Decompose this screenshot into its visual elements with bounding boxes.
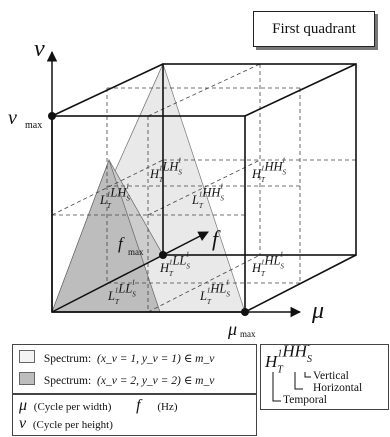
notation-vertical: Vertical — [313, 370, 349, 382]
legend-spectrum-1-cond: (x_v = 1, y_v = 1) ∈ m_v — [97, 353, 215, 365]
notation-brackets — [272, 372, 311, 402]
f-max-sub: max — [128, 247, 144, 257]
f-unit: (Hz) — [157, 401, 178, 413]
f-max-dot — [159, 251, 167, 259]
f-symbol: f — [136, 397, 141, 414]
legend-spectrum-2-cond: (x_v = 2, y_v = 2) ∈ m_v — [97, 375, 215, 387]
nu-symbol: ν — [19, 415, 27, 432]
mu-max-dot — [241, 308, 249, 316]
notation-svg: HT1HHS1 — [264, 345, 312, 402]
subband-label: LT1HHS1 — [191, 183, 224, 211]
mu-description: (Cycle per width) — [33, 401, 112, 413]
nu-max-label: ν — [8, 107, 17, 129]
legend-spectrum-1-label: Spectrum: — [43, 353, 92, 365]
legend-spectrum-2: Spectrum: (x_v = 2, y_v = 2) ∈ m_v — [19, 372, 214, 387]
light-swatch — [19, 350, 35, 363]
subband-label: HT1LHS1 — [149, 157, 182, 185]
subband-label: LT1LHS1 — [99, 183, 130, 211]
legend-spectrum-2-label: Spectrum: — [43, 375, 92, 387]
nu-description: (Cycle per height) — [32, 419, 113, 431]
notation-horizontal: Horizontal — [313, 382, 363, 394]
first-quadrant-badge: First quadrant — [253, 11, 375, 47]
f-max-label: f — [118, 234, 125, 253]
mu-axis-label: μ — [311, 298, 324, 324]
mu-max-sub: max — [240, 329, 256, 339]
nu-max-sub: max — [25, 120, 42, 131]
f-axis-label: f — [212, 226, 221, 251]
subband-label: LT1HLS1 — [199, 279, 230, 307]
notation-temporal: Temporal — [283, 394, 327, 406]
mu-unit-row: μ (Cycle per width) f (Hz) — [19, 397, 177, 415]
dark-swatch — [19, 372, 35, 385]
notation-key: HT1HHS1 Vertical Horizontal Temporal — [260, 344, 389, 410]
nu-max-dot — [48, 112, 56, 120]
f-axis-arrow — [51, 231, 209, 313]
notation-example: HT1HHS1 — [264, 345, 312, 375]
subband-label: HT1HLS1 — [251, 251, 284, 279]
mu-symbol: μ — [19, 397, 28, 414]
legend-spectrum-1: Spectrum: (x_v = 1, y_v = 1) ∈ m_v — [19, 350, 214, 365]
subband-label: HT1HHS1 — [251, 157, 287, 185]
nu-axis-label: ν — [34, 36, 45, 62]
units-legend: μ (Cycle per width) f (Hz) ν (Cycle per … — [12, 394, 257, 436]
mu-max-label: μ — [227, 319, 237, 339]
subband-label: HT1LLS1 — [159, 251, 190, 279]
spectrum-legend: Spectrum: (x_v = 1, y_v = 1) ∈ m_v Spect… — [12, 344, 257, 394]
nu-unit-row: ν (Cycle per height) — [19, 415, 113, 433]
subband-label: LT1LLS1 — [107, 279, 136, 307]
